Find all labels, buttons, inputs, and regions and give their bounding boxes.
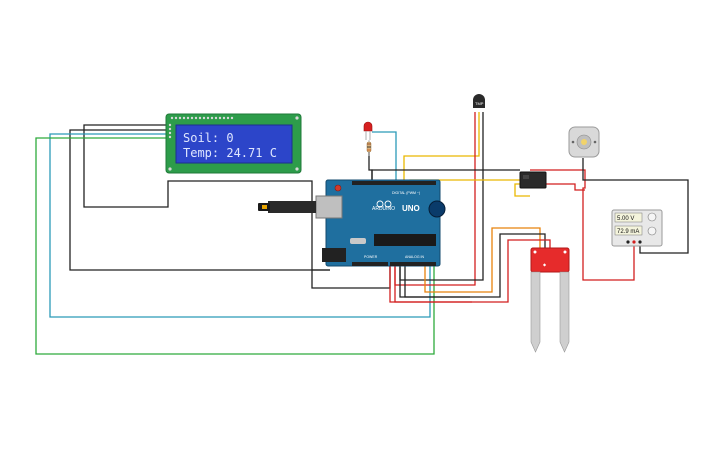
wire-power-black[interactable] xyxy=(399,265,470,298)
lcd-line-1: Soil: 0 xyxy=(183,131,234,145)
wire-lcd-black-1[interactable] xyxy=(83,124,313,270)
atmega-chip xyxy=(374,234,436,246)
voltage-display xyxy=(614,212,643,223)
dc-motor[interactable] xyxy=(568,126,600,158)
wire-lcd-black-2[interactable] xyxy=(69,129,330,271)
analog-label: ANALOG IN xyxy=(405,255,425,259)
power-label: POWER xyxy=(364,255,378,259)
relay[interactable] xyxy=(519,171,547,189)
wire-relay-black[interactable] xyxy=(371,169,520,184)
power-header xyxy=(352,262,388,266)
wire-temp-yellow[interactable] xyxy=(403,112,480,184)
usb-cable[interactable] xyxy=(258,201,316,213)
lcd-pins xyxy=(168,116,299,171)
wire-lcd-black-3[interactable] xyxy=(311,265,391,289)
led[interactable] xyxy=(363,121,373,140)
digital-label: DIGITAL (PWM ~) xyxy=(392,191,420,195)
power-jack xyxy=(322,248,346,262)
wire-led-teal[interactable] xyxy=(372,131,397,184)
temperature-sensor[interactable]: TMP xyxy=(473,94,485,108)
wire-motor-black[interactable] xyxy=(582,158,689,254)
infinity-logo xyxy=(376,200,392,208)
voltage-knob[interactable] xyxy=(647,212,657,222)
current-knob[interactable] xyxy=(647,226,657,236)
current-readout: 72.9 mA xyxy=(617,229,639,235)
wire-soil-orange[interactable] xyxy=(424,227,541,293)
analog-header xyxy=(390,262,436,266)
digital-header xyxy=(352,181,436,185)
terminal-black[interactable] xyxy=(626,240,630,244)
wire-relay-red-2[interactable] xyxy=(545,183,585,191)
arduino-model: UNO xyxy=(402,204,420,213)
temp-sensor-label: TMP xyxy=(475,101,484,106)
resistor[interactable] xyxy=(366,140,372,156)
wire-lcd-green[interactable] xyxy=(35,137,435,355)
wire-relay-red[interactable] xyxy=(530,169,635,281)
terminal-black-2[interactable] xyxy=(638,240,642,244)
arduino-uno-board[interactable]: ARDUINO UNO DIGITAL (PWM ~) POWER ANALOG… xyxy=(258,179,446,267)
wires xyxy=(35,112,689,355)
usb-port xyxy=(315,195,343,219)
wire-power-red[interactable] xyxy=(389,265,472,303)
terminal-red[interactable] xyxy=(632,240,636,244)
lcd-display[interactable]: Soil: 0 Temp: 24.71 C xyxy=(165,113,302,174)
lcd-screen xyxy=(175,124,293,164)
current-display xyxy=(614,225,643,236)
arduino-logo-text: ARDUINO xyxy=(372,206,395,212)
reset-button[interactable] xyxy=(334,184,342,192)
lcd-line-2: Temp: 24.71 C xyxy=(183,146,277,160)
wire-relay-yellow-2[interactable] xyxy=(514,183,530,197)
soil-sensor-mark: ◆ xyxy=(543,262,547,267)
wire-soil-black[interactable] xyxy=(404,233,546,298)
power-supply[interactable]: 5.00 V 72.9 mA xyxy=(611,209,663,247)
voltage-readout: 5.00 V xyxy=(617,216,634,222)
wire-lcd-teal[interactable] xyxy=(49,133,431,318)
wire-soil-red[interactable] xyxy=(394,239,551,303)
soil-moisture-sensor[interactable]: ◆ xyxy=(530,247,570,353)
